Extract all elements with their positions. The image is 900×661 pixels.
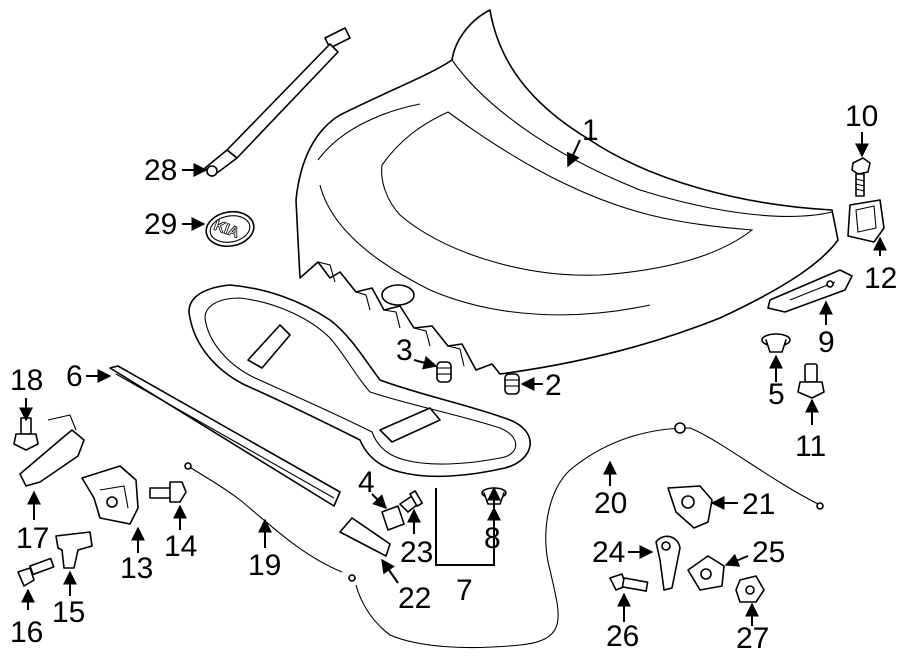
- callout-25: 25: [752, 536, 785, 569]
- callout-7: 7: [456, 574, 473, 607]
- release-cable-20: [355, 422, 824, 649]
- callout-23: 23: [400, 536, 433, 569]
- lever-mount: [687, 555, 725, 591]
- callout-22: 22: [398, 582, 431, 615]
- hood-bumper-2: [504, 373, 520, 395]
- callout-9: 9: [818, 326, 835, 359]
- release-lever: [655, 535, 681, 591]
- latch-bolt-14: [149, 481, 187, 503]
- callout-15: 15: [52, 596, 85, 629]
- latch-reinforcement: [339, 517, 391, 557]
- hinge-bolt: [851, 157, 871, 197]
- release-handle: [19, 414, 85, 487]
- callout-28: 28: [144, 154, 177, 187]
- bolt-nut-11: [797, 363, 825, 399]
- callout-11: 11: [795, 430, 826, 463]
- callout-12: 12: [864, 262, 897, 295]
- hood-panel: [295, 9, 839, 375]
- hood-insulator: [188, 284, 531, 478]
- callout-21: 21: [742, 488, 775, 521]
- hood-bumper-3: [436, 361, 452, 383]
- callout-20: 20: [594, 487, 627, 520]
- callout-27: 27: [736, 622, 769, 655]
- callout-6: 6: [66, 360, 83, 393]
- lever-bolt: [609, 573, 649, 592]
- callout-18: 18: [10, 364, 43, 397]
- insulator-clip-4: [381, 505, 405, 531]
- lever-nut: [735, 575, 765, 603]
- grommet: [761, 333, 791, 353]
- bracket-bolt: [17, 557, 55, 587]
- latch-bracket: [55, 531, 93, 569]
- callout-3: 3: [396, 334, 413, 367]
- callout-29: 29: [144, 208, 177, 241]
- hood-hinge: [847, 199, 885, 243]
- kia-emblem: KIA: [205, 210, 255, 248]
- leader-lines: [19, 132, 887, 626]
- callout-26: 26: [606, 620, 639, 653]
- callout-5: 5: [768, 378, 785, 411]
- cable-bracket-21: [667, 485, 713, 529]
- callout-17: 17: [16, 522, 49, 555]
- callout-16: 16: [10, 616, 43, 649]
- screw-23: [399, 490, 423, 513]
- callout-8: 8: [484, 522, 501, 555]
- callout-1: 1: [582, 114, 599, 147]
- callout-10: 10: [845, 100, 878, 133]
- callout-labels: 1 2 3 4 5 6 7 8 9 10 11 12 13 14 15 16 1…: [10, 100, 897, 655]
- callout-14: 14: [164, 530, 197, 563]
- latch-bolt: [13, 417, 39, 451]
- callout-24: 24: [592, 536, 625, 569]
- callout-4: 4: [358, 466, 375, 499]
- callout-19: 19: [248, 549, 281, 582]
- callout-2: 2: [545, 369, 562, 402]
- hood-latch: [81, 465, 139, 525]
- hinge-arm: [767, 269, 853, 313]
- callout-13: 13: [120, 552, 153, 585]
- release-cable-19: [184, 462, 356, 582]
- hood-seal-strip: [109, 365, 341, 507]
